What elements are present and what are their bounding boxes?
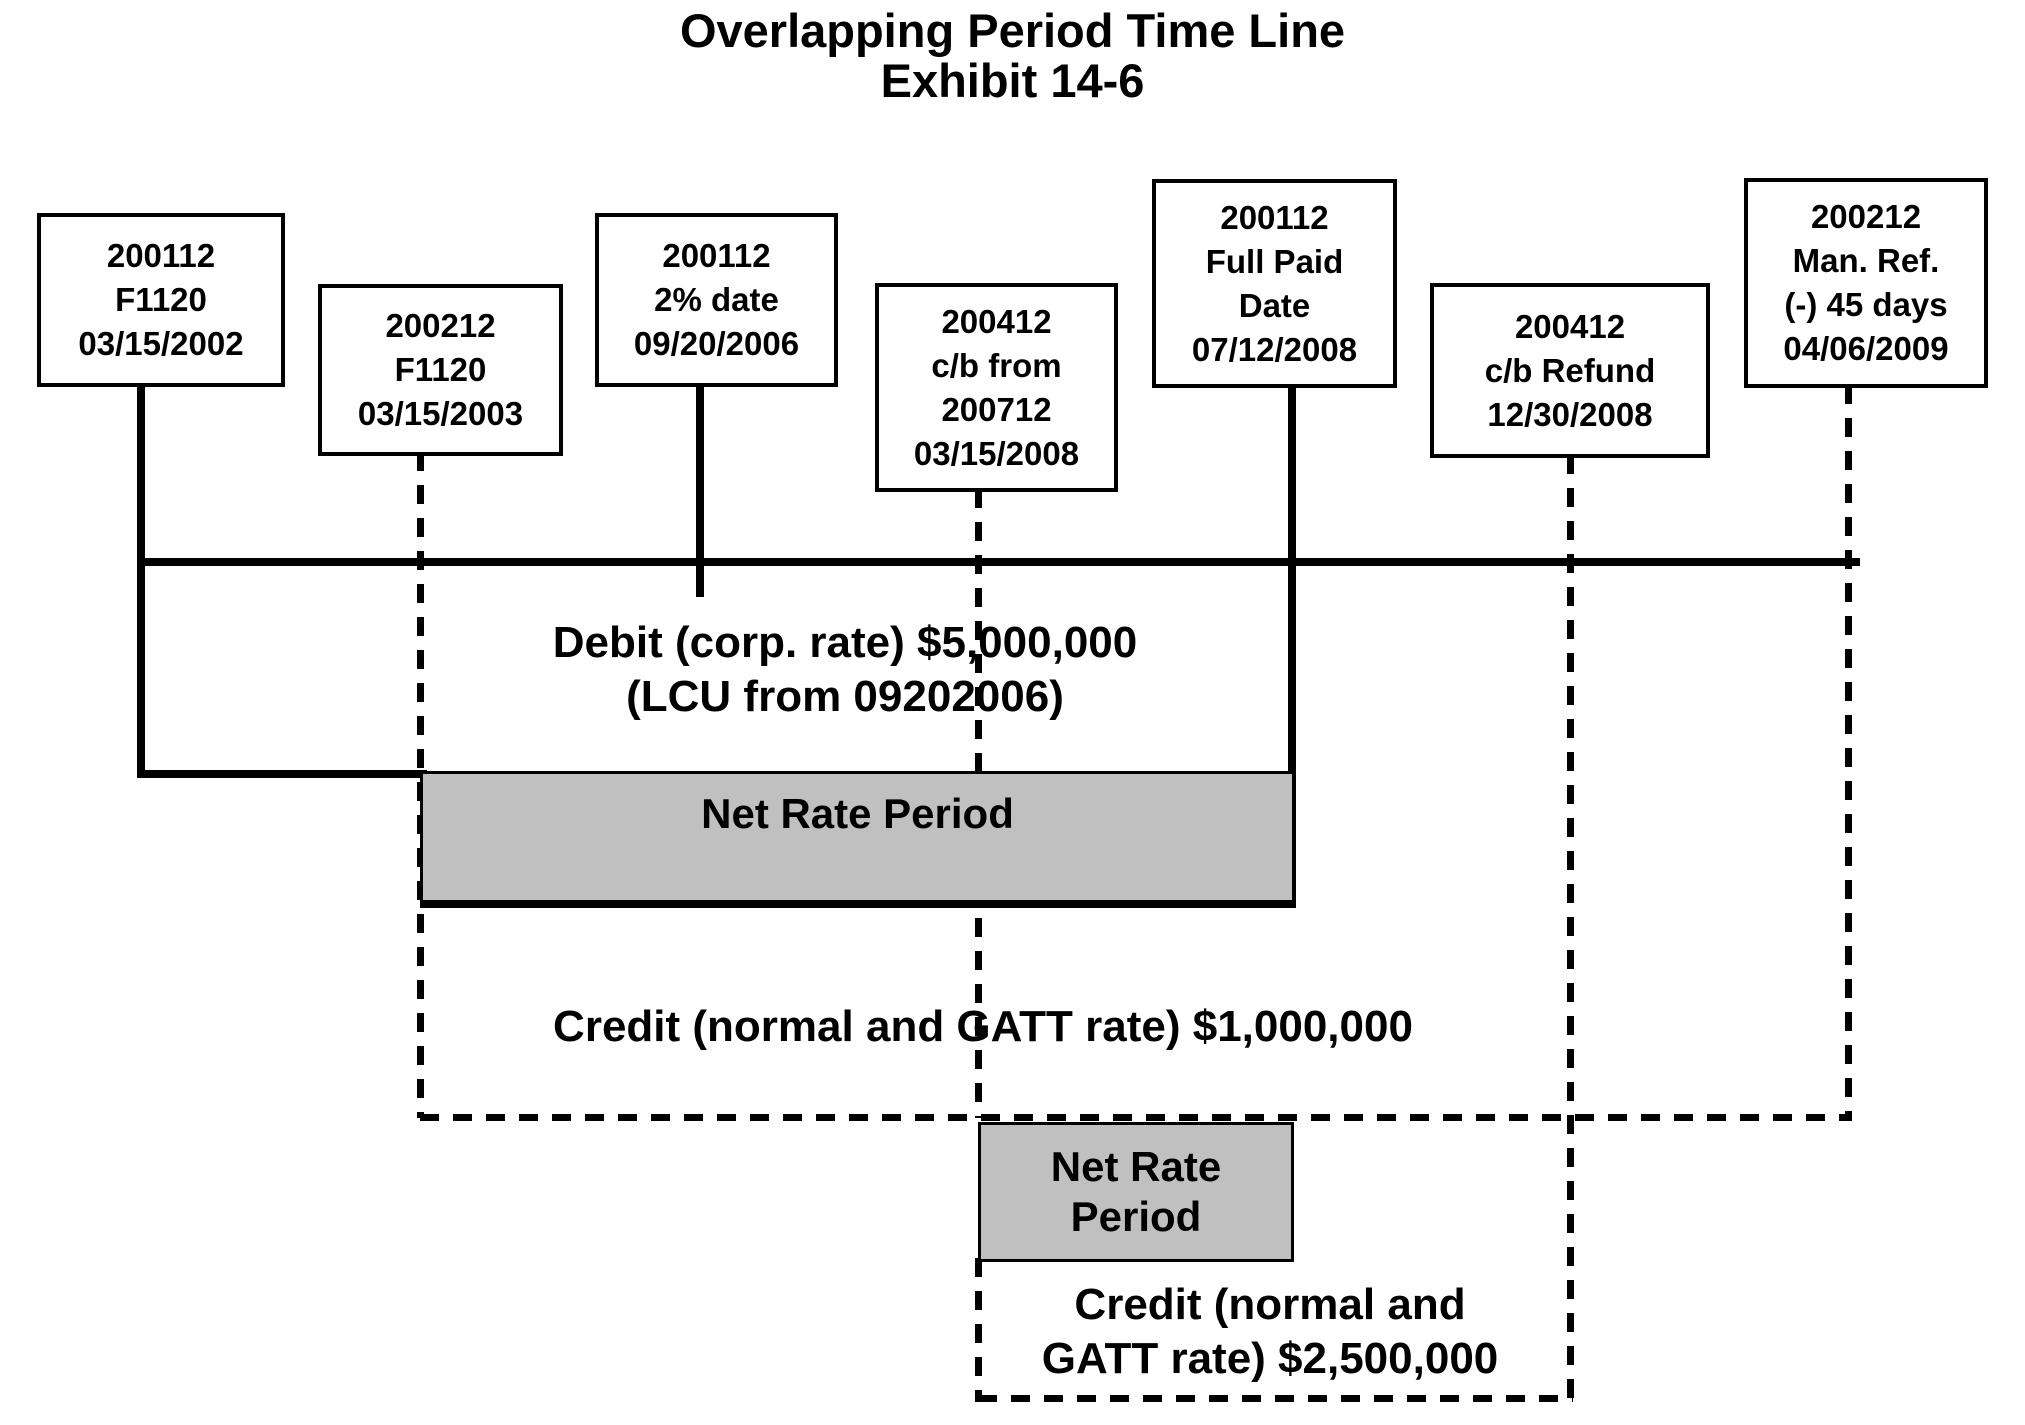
credit-amount-label-2: Credit (normal and GATT rate) $2,500,000	[970, 1278, 1570, 1386]
net-rate-period-2-label-line-1: Net Rate	[1050, 1143, 1222, 1190]
diagram-title-line-2: Exhibit 14-6	[880, 54, 1145, 107]
connector-dashed-cb-refund	[1567, 455, 1574, 1402]
net-rate-period-1-label: Net Rate Period	[701, 790, 1014, 837]
box-text-line: F1120	[394, 351, 487, 388]
box-text-line: 03/15/2003	[357, 395, 524, 432]
event-box-cb-from: 200412 c/b from 200712 03/15/2008	[875, 283, 1118, 492]
event-box-manual-refund: 200212 Man. Ref. (-) 45 days 04/06/2009	[1744, 178, 1988, 388]
connector-solid-full-paid	[1288, 384, 1296, 908]
connector-solid-2pct-date	[696, 383, 704, 597]
credit-amount-2-line-1: Credit (normal and	[1074, 1280, 1466, 1329]
box-text-line: 12/30/2008	[1487, 395, 1653, 433]
credit-amount-label-1: Credit (normal and GATT rate) $1,000,000	[333, 1000, 1633, 1054]
event-box-full-paid-date: 200112 Full Paid Date 07/12/2008	[1152, 179, 1397, 388]
box-text-line: c/b from	[931, 346, 1062, 384]
debit-period-bracket	[137, 770, 427, 778]
box-text-line: 200712	[941, 390, 1052, 428]
event-box-f1120-2002: 200112 F1120 03/15/2002	[37, 213, 285, 387]
box-text-line: Date	[1238, 286, 1311, 324]
debit-amount-line-2: (LCU from 09202006)	[626, 672, 1064, 721]
box-text-line: 03/15/2002	[78, 325, 244, 362]
event-box-2pct-date: 200112 2% date 09/20/2006	[595, 213, 838, 387]
box-text-line: Man. Ref.	[1792, 242, 1940, 279]
net-rate-period-2-label-line-2: Period	[1070, 1193, 1202, 1240]
box-text-line: F1120	[115, 281, 207, 318]
credit-period-bracket-1	[420, 1114, 1852, 1121]
connector-dashed-manual-refund	[1845, 385, 1852, 1118]
box-text-line: 2% date	[654, 281, 779, 318]
box-text-line: (-) 45 days	[1784, 286, 1948, 323]
box-text-line: 200212	[385, 307, 496, 344]
box-text-line: 07/12/2008	[1191, 330, 1358, 368]
box-text-line: 200412	[1514, 307, 1626, 345]
box-text-line: 03/15/2008	[913, 434, 1080, 472]
event-box-f1120-2003: 200212 F1120 03/15/2003	[318, 284, 563, 456]
net-rate-period-box-1: Net Rate Period	[420, 771, 1292, 908]
diagram-title: Overlapping Period Time Line Exhibit 14-…	[0, 6, 2025, 106]
box-text-line: 09/20/2006	[633, 325, 800, 362]
credit-amount-1-text: Credit (normal and GATT rate) $1,000,000	[553, 1002, 1413, 1051]
connector-dashed-cb-from-lower	[975, 1258, 982, 1402]
box-text-line: 200412	[941, 302, 1052, 340]
timeline-axis	[141, 558, 1860, 566]
credit-amount-2-line-2: GATT rate) $2,500,000	[1041, 1334, 1499, 1383]
box-text-line: 200112	[1220, 198, 1329, 236]
box-text-line: Full Paid	[1205, 242, 1344, 280]
box-text-line: 04/06/2009	[1783, 330, 1949, 367]
box-text-line: 200112	[106, 237, 216, 274]
box-text-line: c/b Refund	[1484, 351, 1656, 389]
credit-period-bracket-2	[978, 1395, 1573, 1402]
net-rate-period-box-2: Net Rate Period	[978, 1122, 1294, 1262]
event-box-cb-refund: 200412 c/b Refund 12/30/2008	[1430, 283, 1710, 458]
diagram-title-line-1: Overlapping Period Time Line	[679, 4, 1346, 57]
debit-amount-label: Debit (corp. rate) $5,000,000 (LCU from …	[345, 616, 1345, 724]
connector-solid-f1120-2002	[137, 383, 145, 778]
box-text-line: 200112	[662, 237, 771, 274]
box-text-line: 200212	[1810, 198, 1922, 235]
debit-amount-line-1: Debit (corp. rate) $5,000,000	[552, 618, 1138, 667]
